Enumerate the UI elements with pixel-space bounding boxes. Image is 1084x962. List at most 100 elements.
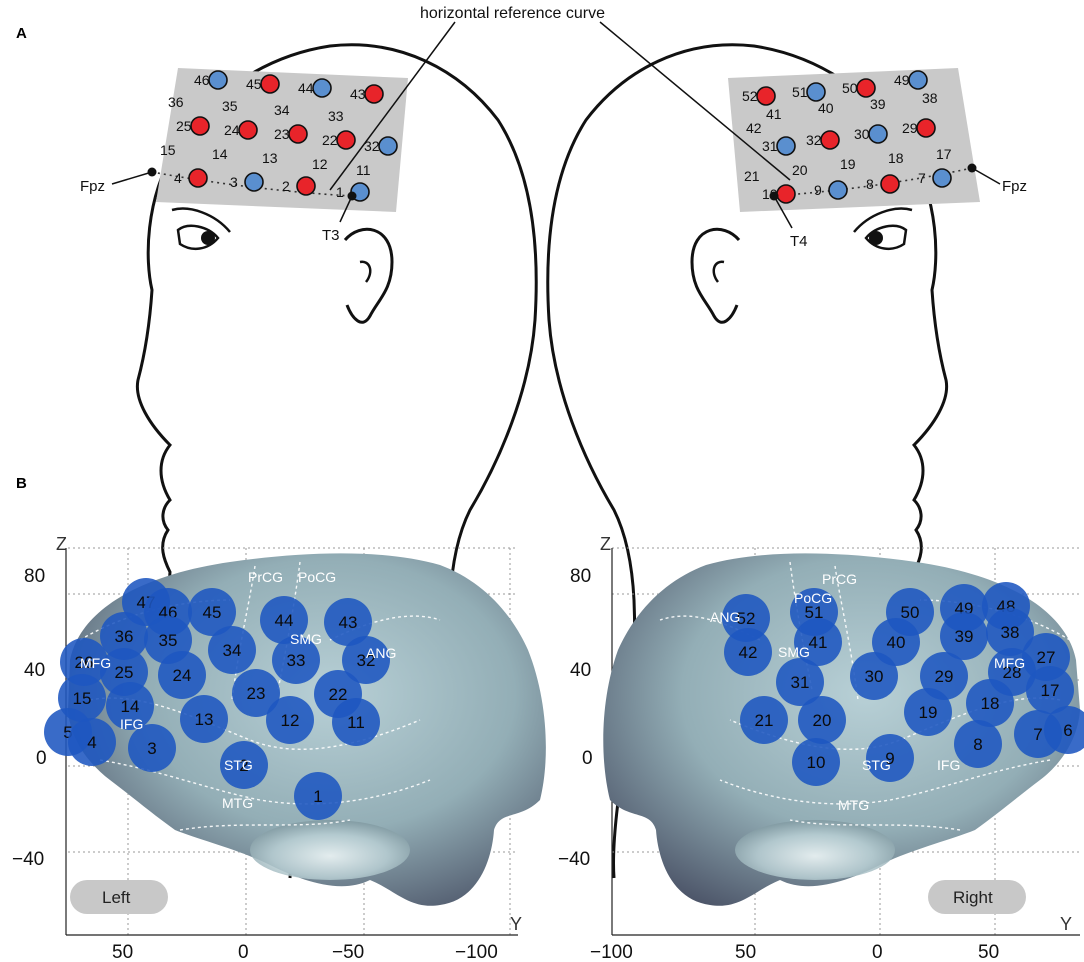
left-blob-number: 44 (275, 611, 294, 630)
left-optode-red (364, 84, 384, 104)
right-activation-blob (904, 688, 952, 736)
left-ytick: 0 (36, 748, 47, 769)
left-channel-number: 44 (298, 80, 314, 96)
left-optode-red (336, 130, 356, 150)
right-region-mfg: MFG (994, 655, 1025, 671)
right-activation-blob (872, 618, 920, 666)
right-channel-42: 42 (746, 120, 762, 136)
left-blob-33: 33 (272, 636, 320, 684)
left-blob-number: 2 (239, 756, 248, 775)
right-blob-19: 19 (904, 688, 952, 736)
left-hemisphere-label: Left (102, 888, 131, 907)
left-channel-34: 34 (274, 102, 290, 118)
right-channel-number: 50 (842, 80, 858, 96)
left-blob-number: 5 (63, 723, 72, 742)
left-blob-number: 25 (115, 663, 134, 682)
left-optode-blue (208, 70, 228, 90)
left-blob-36: 36 (100, 612, 148, 660)
left-region-stg: STG (224, 757, 253, 773)
left-blob-12: 12 (266, 696, 314, 744)
right-channel-9: 9 (814, 180, 848, 200)
left-channel-14: 14 (212, 146, 228, 162)
right-blob-52: 52 (722, 594, 770, 642)
right-xtick: −100 (590, 942, 633, 962)
left-activation-blob (208, 626, 256, 674)
right-channel-20: 20 (792, 162, 808, 178)
right-blob-number: 10 (807, 753, 826, 772)
left-ytick: 40 (24, 660, 45, 681)
left-reference-curve (151, 171, 353, 197)
right-blob-number: 31 (791, 673, 810, 692)
right-blob-number: 19 (919, 703, 938, 722)
left-channel-4: 4 (174, 168, 208, 188)
right-channel-number: 20 (792, 162, 808, 178)
right-activation-blob (966, 679, 1014, 727)
left-channel-46: 46 (194, 70, 228, 90)
right-region-ang: ANG (710, 609, 740, 625)
left-region-mtg: MTG (222, 795, 253, 811)
left-channel-number: 14 (212, 146, 228, 162)
left-blob-number: 12 (281, 711, 300, 730)
right-optode-blue (908, 70, 928, 90)
left-ytick: 80 (24, 566, 45, 587)
left-region-ifg: IFG (120, 716, 143, 732)
left-blob-34: 34 (208, 626, 256, 674)
right-ytick: 80 (570, 566, 591, 587)
right-blob-number: 42 (739, 643, 758, 662)
right-channel-number: 9 (814, 182, 822, 198)
left-blob-number: 23 (247, 684, 266, 703)
right-reference-curve (773, 167, 973, 197)
right-blob-29: 29 (920, 652, 968, 700)
right-channel-40: 40 (818, 100, 834, 116)
left-blob-number: 3 (147, 739, 156, 758)
right-region-ifg: IFG (937, 757, 960, 773)
right-blob-8: 8 (954, 720, 1002, 768)
right-blob-31: 31 (776, 658, 824, 706)
panel-a-letter: A (16, 25, 27, 42)
left-blob-3: 3 (128, 724, 176, 772)
left-channel-number: 45 (246, 76, 262, 92)
left-channel-11: 11 (356, 162, 371, 178)
right-activation-blob (1044, 706, 1084, 754)
right-blob-number: 8 (973, 735, 982, 754)
left-channel-number: 36 (168, 94, 184, 110)
left-activation-blob (260, 596, 308, 644)
left-blob-14: 14 (106, 682, 154, 730)
right-y-ticks: 80 40 0 −40 (558, 566, 593, 870)
left-activation-blob (342, 636, 390, 684)
right-blob-number: 28 (1003, 663, 1022, 682)
left-channel-35: 35 (222, 98, 238, 114)
right-hemisphere-label: Right (953, 888, 993, 907)
left-z-axis-name: Z (56, 534, 67, 554)
left-channel-45: 45 (246, 74, 280, 94)
right-blob-number: 27 (1037, 648, 1056, 667)
right-channel-19: 19 (840, 156, 856, 172)
left-t3-label: T3 (322, 227, 340, 244)
left-activation-blob (158, 651, 206, 699)
right-channel-number: 32 (806, 132, 822, 148)
right-blob-number: 52 (737, 609, 756, 628)
right-x-ticks: −100 50 0 50 (590, 942, 999, 962)
left-channel-number: 15 (160, 142, 176, 158)
left-blob-24: 24 (158, 651, 206, 699)
right-channel-number: 52 (742, 88, 758, 104)
right-channel-number: 17 (936, 146, 952, 162)
right-blob-40: 40 (872, 618, 920, 666)
left-blob-number: 22 (329, 685, 348, 704)
left-channel-number: 1 (336, 184, 344, 200)
left-channel-number: 11 (356, 162, 371, 178)
right-activation-blob (776, 658, 824, 706)
left-blob-number: 35 (159, 631, 178, 650)
left-channel-36: 36 (168, 94, 184, 110)
left-channel-25: 25 (176, 116, 210, 136)
left-region-prcg: PrCG (248, 569, 283, 585)
left-blob-number: 11 (347, 713, 365, 732)
right-activation-blob (724, 628, 772, 676)
right-blob-number: 38 (1001, 623, 1020, 642)
left-channel-number: 3 (230, 174, 238, 190)
